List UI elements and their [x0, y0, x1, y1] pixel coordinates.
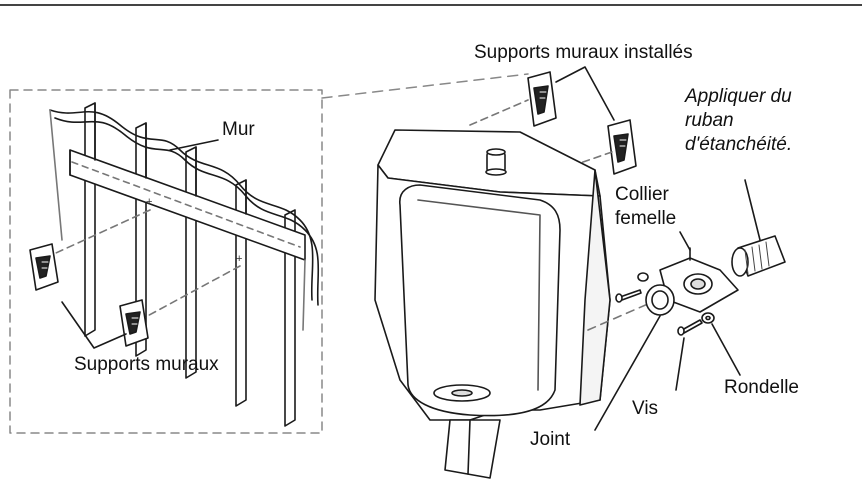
- installed-bracket-lower: [607, 119, 637, 175]
- female-collar-label-line1: Collier: [615, 184, 669, 205]
- screw-label: Vis: [632, 398, 659, 419]
- installed-brackets-leader: [555, 66, 615, 121]
- wall-bracket-right: [119, 299, 149, 347]
- wall-brackets-leader: [61, 301, 127, 349]
- apply-tape-label-line3: d'étanchéité.: [685, 134, 793, 155]
- washer-leader: [711, 323, 741, 376]
- washer-upper: [637, 272, 649, 282]
- gasket: [645, 284, 675, 316]
- outlet-pipe: [731, 235, 786, 277]
- screw-upper: [615, 289, 642, 303]
- urinal-fixture: [374, 129, 611, 479]
- washer-lower: [701, 312, 715, 324]
- top-border-rule: [0, 4, 862, 6]
- gasket-label: Joint: [530, 429, 571, 450]
- wall-bracket-left: [29, 243, 59, 291]
- wall-framing: + +: [44, 102, 320, 427]
- apply-tape-label-line1: Appliquer du: [685, 86, 792, 107]
- gasket-leader: [594, 315, 661, 431]
- wall-label: Mur: [222, 119, 255, 140]
- wall-detail-inset: [9, 73, 529, 434]
- collar-leader: [679, 231, 691, 251]
- washer-label: Rondelle: [724, 377, 799, 398]
- wall-brackets-label: Supports muraux: [74, 354, 219, 375]
- screw-leader: [675, 337, 685, 391]
- screw-lower: [677, 319, 703, 336]
- svg-text:+: +: [236, 253, 242, 265]
- installed-brackets-label: Supports muraux installés: [474, 42, 693, 63]
- wall-leader: [169, 139, 219, 151]
- apply-tape-label-line2: ruban: [685, 110, 734, 131]
- female-collar-label-line2: femelle: [615, 208, 677, 229]
- installed-bracket-upper: [527, 71, 557, 127]
- svg-text:+: +: [146, 196, 152, 208]
- female-collar: [659, 247, 739, 313]
- tape-leader: [744, 179, 761, 241]
